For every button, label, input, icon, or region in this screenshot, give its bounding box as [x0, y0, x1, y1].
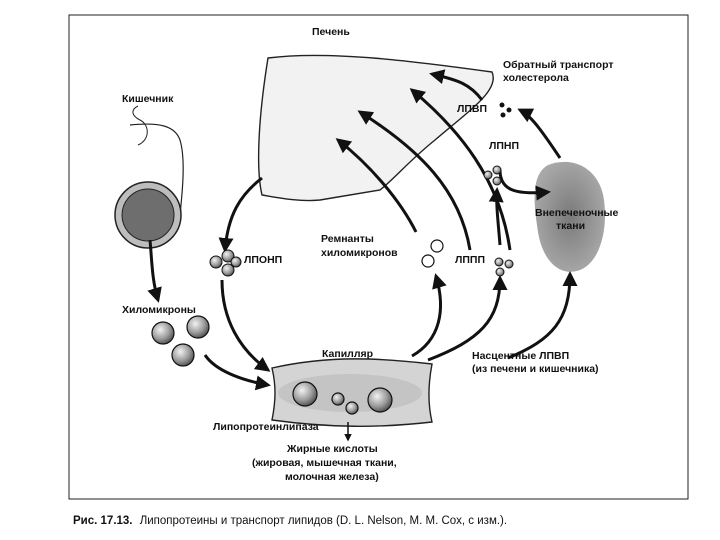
arrow-ldl-to-liver: [409, 88, 512, 251]
arrow-idl-to-liver: [357, 110, 472, 251]
diagram-labels: Печень Кишечник Обратный транспорт холес…: [122, 26, 619, 483]
label-nascent-hdl-1: Насцентные ЛПВП: [472, 350, 569, 362]
capillary-particle: [292, 381, 318, 407]
label-nascent-hdl-2: (из печени и кишечника): [472, 363, 599, 375]
ldl-particles: [483, 165, 502, 186]
intestine-line: [129, 123, 184, 216]
label-reverse-transport-1: Обратный транспорт: [503, 59, 613, 71]
hdl-particle: [499, 102, 505, 108]
label-intestine: Кишечник: [122, 93, 174, 105]
arrow-remnants-to-liver: [335, 138, 418, 233]
arrow-chylo-to-capillary: [203, 354, 271, 391]
label-idl: ЛППП: [455, 254, 485, 266]
label-liver: Печень: [312, 26, 350, 38]
vldl-particle: [209, 255, 223, 269]
arrow-vldl-to-capillary: [220, 279, 271, 372]
arrow-intestine-to-chylo: [147, 239, 162, 303]
label-remnants-1: Ремнанты: [321, 233, 374, 245]
remnant-particle: [421, 254, 435, 268]
chylomicron-particle: [186, 315, 210, 339]
capillary-particles: [292, 381, 393, 415]
ldl-particle: [483, 170, 493, 180]
label-hdl: ЛПВП: [457, 103, 487, 115]
liver-shape: [257, 54, 494, 202]
arrow-liver-to-vldl: [218, 176, 263, 253]
capillary-particle: [367, 387, 393, 413]
label-fatty-acids-1: Жирные кислоты: [286, 443, 378, 455]
vldl-particles: [209, 249, 242, 277]
caption-number: Рис. 17.13.: [73, 515, 133, 527]
idl-particles: [494, 257, 514, 277]
hdl-particle: [500, 112, 506, 118]
label-reverse-transport-2: холестерола: [503, 72, 569, 84]
figure-caption: Рис. 17.13. Липопротеины и транспорт лип…: [73, 515, 507, 527]
chylomicron-particle: [171, 343, 195, 367]
intestine-squiggle: [132, 105, 148, 146]
arrow-ldl-to-tissue: [498, 169, 551, 201]
hdl-particle: [506, 107, 512, 113]
arrow-capillary-to-remnants: [411, 273, 447, 358]
vldl-particle: [221, 249, 235, 263]
arrows: [147, 69, 578, 442]
label-chylomicrons: Хиломикроны: [122, 304, 196, 316]
label-fatty-acids-3: молочная железа): [285, 471, 379, 483]
capillary-particle: [331, 392, 345, 406]
label-ldl: ЛПНП: [489, 140, 519, 152]
extrahepatic-tissue: [534, 161, 605, 272]
idl-particle: [494, 257, 504, 267]
idl-particle: [504, 259, 514, 269]
remnant-particles: [421, 239, 444, 268]
chylomicron-particles: [151, 315, 210, 367]
label-extrahepatic-1: Внепеченочные: [535, 207, 619, 219]
label-remnants-2: хиломикронов: [321, 247, 398, 259]
arrow-idl-to-ldl: [488, 187, 504, 246]
remnant-particle: [430, 239, 444, 253]
vldl-particle: [221, 263, 235, 277]
label-lipase: Липопротеинлипаза: [213, 421, 319, 433]
label-vldl: ЛПОНП: [244, 254, 282, 266]
label-capillary: Капилляр: [322, 348, 373, 360]
idl-particle: [495, 267, 505, 277]
figure-frame: [68, 14, 689, 500]
intestine-lumen: [121, 188, 175, 242]
capillary-particle: [345, 401, 359, 415]
arrow-capillary-to-idl: [427, 275, 508, 362]
ldl-particle: [492, 176, 502, 186]
arrow-hdl-to-liver: [429, 69, 484, 101]
chylomicron-particle: [151, 321, 175, 345]
label-extrahepatic-2: ткани: [556, 220, 585, 232]
arrow-nascent-to-tissue: [507, 271, 578, 360]
hdl-particles: [499, 102, 512, 118]
label-fatty-acids-2: (жировая, мышечная ткани,: [252, 457, 397, 469]
ldl-particle: [492, 165, 502, 175]
vldl-particle: [230, 256, 242, 268]
caption-text: Липопротеины и транспорт липидов (D. L. …: [140, 515, 507, 527]
arrow-tissue-to-hdl: [517, 108, 562, 159]
